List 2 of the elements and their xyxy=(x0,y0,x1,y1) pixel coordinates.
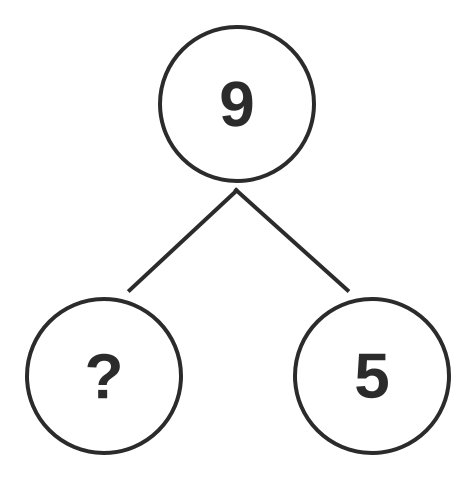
connector-line xyxy=(126,188,240,294)
connector-line xyxy=(233,187,350,293)
